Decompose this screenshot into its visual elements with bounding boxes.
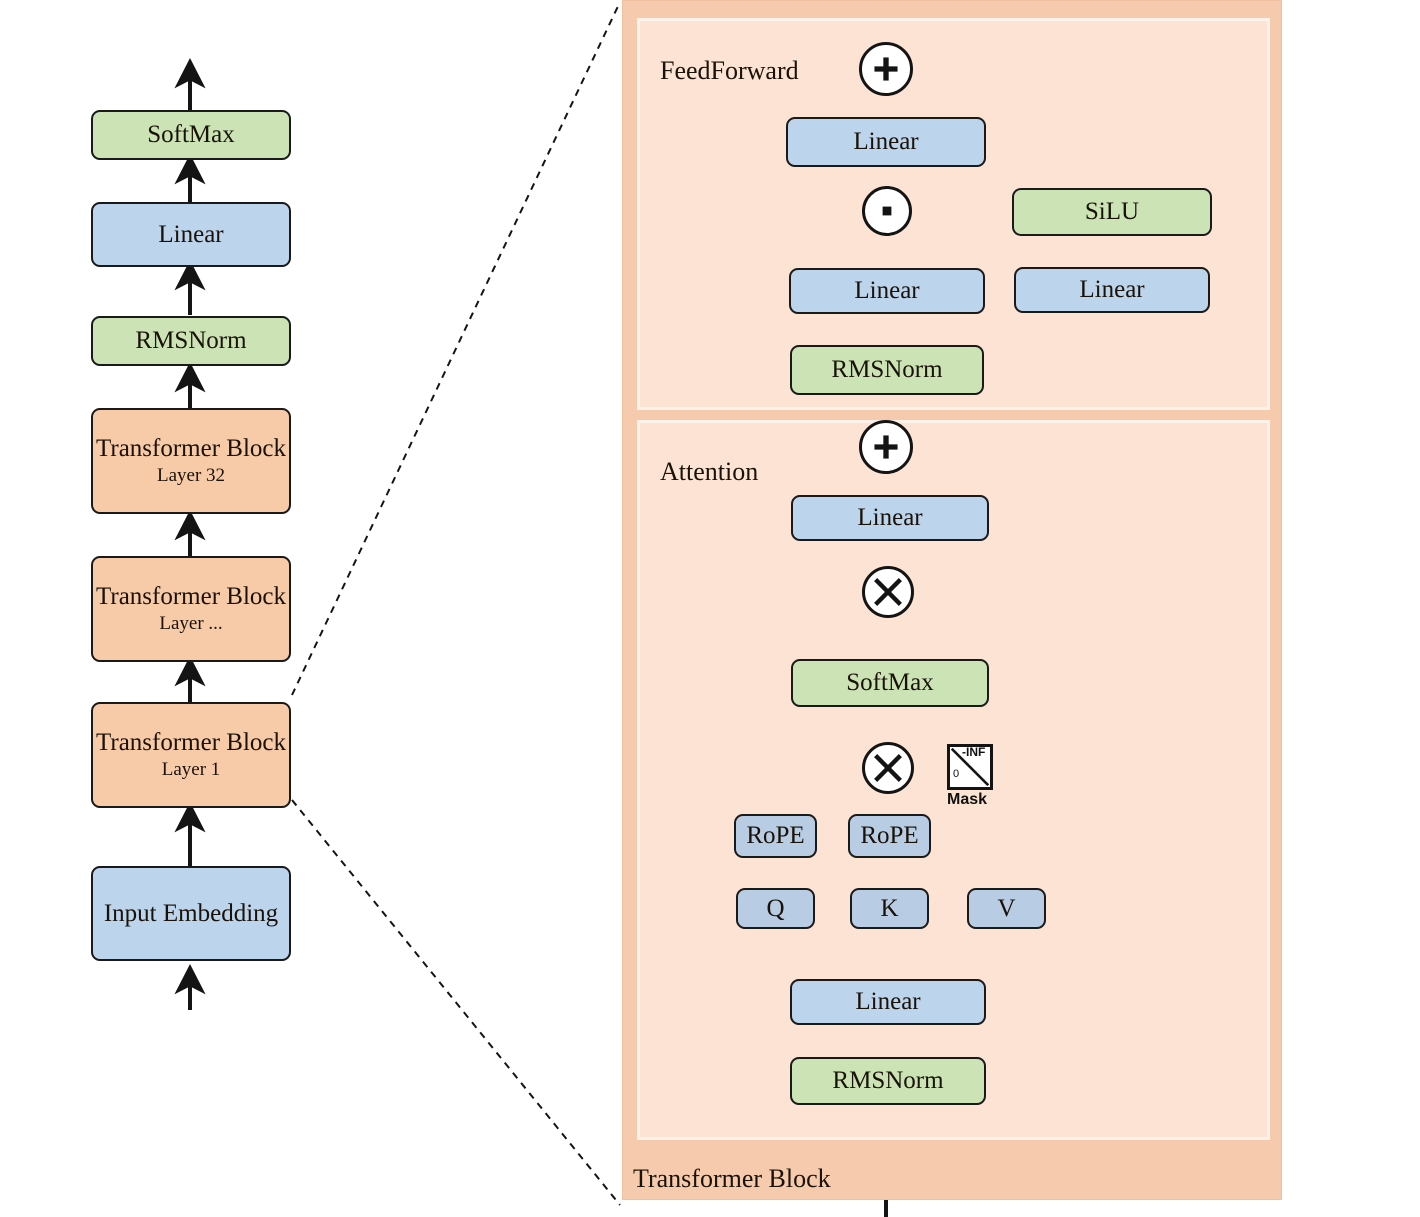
node-label: RMSNorm <box>135 327 247 354</box>
node-label: Linear <box>853 128 919 155</box>
cross-multiply-icon <box>874 578 902 606</box>
mask-caption: Mask <box>947 791 988 808</box>
mask-lower-value: 0 <box>953 768 960 780</box>
attention-value[interactable]: V <box>967 888 1046 929</box>
node-label: RoPE <box>746 822 805 849</box>
node-label: Transformer Block <box>95 729 287 757</box>
node-label: SoftMax <box>147 121 235 148</box>
feedforward-rmsnorm[interactable]: RMSNorm <box>790 345 984 395</box>
node-sublabel: Layer 1 <box>161 759 221 781</box>
left-node-input-embedding[interactable]: Input Embedding <box>91 866 291 961</box>
node-sublabel: Layer 32 <box>156 465 226 487</box>
node-label: Transformer Block <box>95 583 287 611</box>
node-sublabel: Layer ... <box>159 613 223 635</box>
attention-qk-matmul[interactable] <box>862 742 914 794</box>
attention-qkv-linear[interactable]: Linear <box>790 979 986 1025</box>
plus-icon <box>874 57 898 81</box>
left-node-transformer-block-mid[interactable]: Transformer Block Layer ... <box>91 556 291 662</box>
feedforward-gate-proj-linear[interactable]: Linear <box>1014 267 1210 313</box>
attention-rope-key[interactable]: RoPE <box>848 814 931 858</box>
feedforward-up-proj-linear[interactable]: Linear <box>789 268 985 314</box>
feedforward-silu-activation[interactable]: SiLU <box>1012 188 1212 236</box>
dot-icon <box>882 206 892 216</box>
attention-softmax[interactable]: SoftMax <box>791 659 989 707</box>
attention-panel-label: Attention <box>660 457 759 486</box>
attention-residual-add[interactable] <box>859 420 913 474</box>
feedforward-residual-add[interactable] <box>859 42 913 96</box>
attention-key[interactable]: K <box>850 888 929 929</box>
node-label: SiLU <box>1084 198 1140 225</box>
node-label: K <box>880 894 899 922</box>
cross-multiply-icon <box>874 754 902 782</box>
node-label: Linear <box>855 988 921 1015</box>
node-label: Linear <box>158 220 224 248</box>
attention-output-linear[interactable]: Linear <box>791 495 989 541</box>
node-label: Input Embedding <box>103 899 279 927</box>
transformer-block-container-label: Transformer Block <box>633 1164 831 1193</box>
plus-icon <box>874 435 898 459</box>
attention-rmsnorm[interactable]: RMSNorm <box>790 1057 986 1105</box>
feedforward-panel-label: FeedForward <box>660 56 799 85</box>
mask-upper-value: -INF <box>962 745 986 759</box>
left-node-softmax[interactable]: SoftMax <box>91 110 291 160</box>
node-label: RMSNorm <box>832 1067 944 1094</box>
attention-rope-query[interactable]: RoPE <box>734 814 817 858</box>
node-label: Linear <box>854 277 920 304</box>
node-label: RMSNorm <box>831 356 943 383</box>
left-node-rmsnorm[interactable]: RMSNorm <box>91 316 291 366</box>
causal-mask-icon[interactable] <box>947 744 993 790</box>
node-label: Transformer Block <box>95 435 287 463</box>
node-label: RoPE <box>860 822 919 849</box>
node-label: Q <box>766 894 785 922</box>
attention-value-matmul[interactable] <box>862 566 914 618</box>
attention-query[interactable]: Q <box>736 888 815 929</box>
feedforward-elementwise-multiply[interactable] <box>862 186 912 236</box>
left-node-transformer-block-32[interactable]: Transformer Block Layer 32 <box>91 408 291 514</box>
left-node-transformer-block-1[interactable]: Transformer Block Layer 1 <box>91 702 291 808</box>
node-label: SoftMax <box>846 669 934 696</box>
left-node-linear[interactable]: Linear <box>91 202 291 267</box>
node-label: Linear <box>857 504 923 531</box>
mask-diagonal-icon <box>950 747 990 787</box>
node-label: V <box>997 894 1016 922</box>
feedforward-down-proj-linear[interactable]: Linear <box>786 117 986 167</box>
node-label: Linear <box>1079 276 1145 303</box>
